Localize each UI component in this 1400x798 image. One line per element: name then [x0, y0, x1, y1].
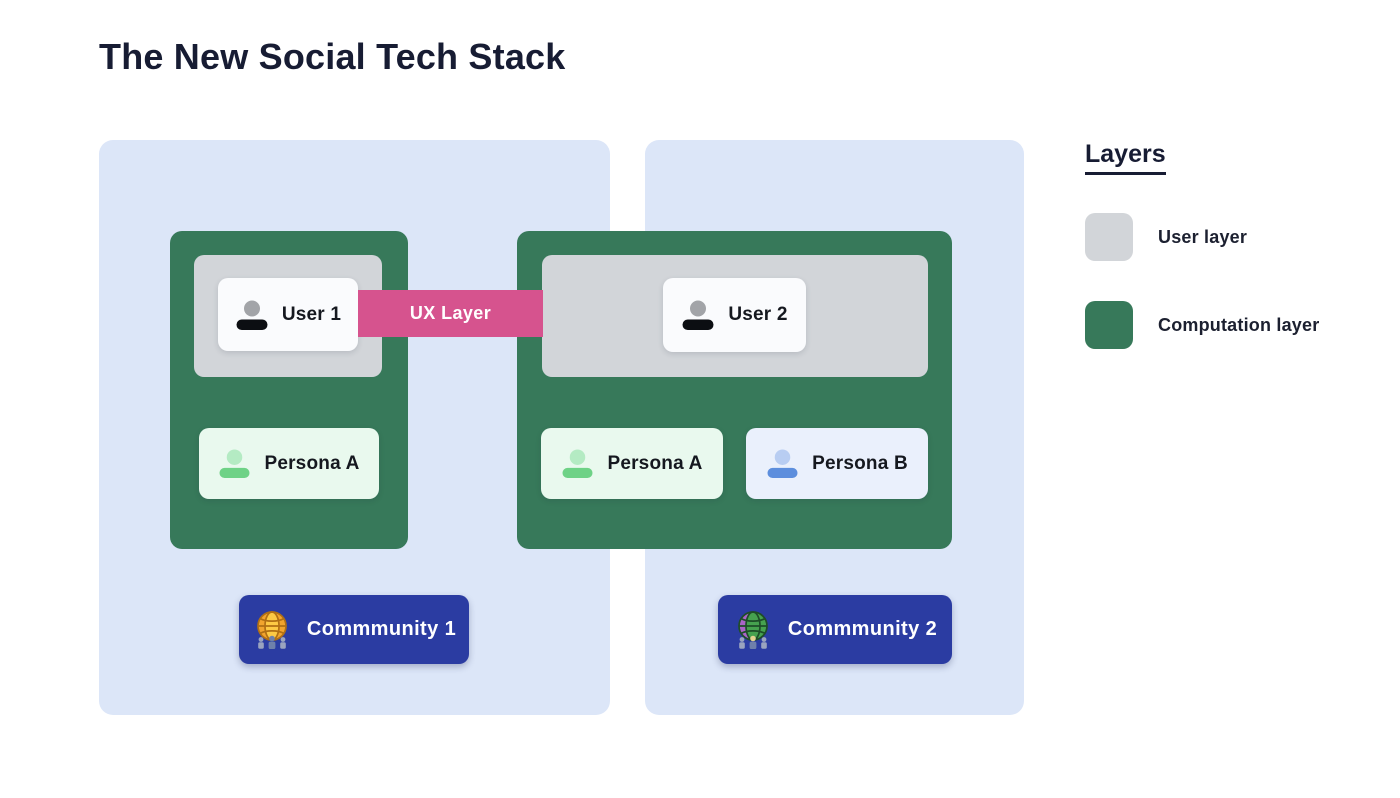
person-icon	[562, 449, 593, 479]
globe-icon	[738, 610, 768, 649]
community-1-label: Commmunity 1	[306, 618, 457, 640]
persona-b-label: Persona B	[812, 452, 908, 474]
persona-a-label: Persona A	[264, 452, 360, 474]
computation-layer-swatch	[1085, 301, 1133, 349]
user-2-label: User 2	[728, 304, 788, 325]
person-icon	[682, 300, 714, 330]
persona-a-card-community-2: Persona A	[541, 428, 723, 499]
user-layer-swatch	[1085, 213, 1133, 261]
layers-legend: Layers User layer Computation layer	[1085, 140, 1385, 389]
user-2-card: User 2	[663, 278, 806, 352]
community-2-label: Commmunity 2	[787, 618, 938, 640]
globe-icon	[257, 610, 287, 649]
legend-title: Layers	[1085, 140, 1166, 175]
legend-item-computation-layer: Computation layer	[1085, 301, 1385, 349]
user-layer-label: User layer	[1158, 226, 1248, 247]
page-title: The New Social Tech Stack	[99, 36, 566, 77]
community-1-node: Commmunity 1	[239, 595, 469, 664]
community-2-node: Commmunity 2	[718, 595, 952, 664]
persona-b-card: Persona B	[746, 428, 928, 499]
legend-item-user-layer: User layer	[1085, 213, 1385, 261]
ux-layer-connector: UX Layer	[358, 290, 543, 337]
user-1-card: User 1	[218, 278, 358, 351]
person-icon	[767, 449, 798, 479]
person-icon	[219, 449, 250, 479]
ux-layer-label: UX Layer	[409, 303, 492, 323]
persona-a-label: Persona A	[607, 452, 703, 474]
computation-layer-label: Computation layer	[1158, 314, 1320, 335]
user-1-label: User 1	[281, 303, 342, 325]
person-icon	[236, 300, 268, 330]
persona-a-card-community-1: Persona A	[199, 428, 379, 499]
